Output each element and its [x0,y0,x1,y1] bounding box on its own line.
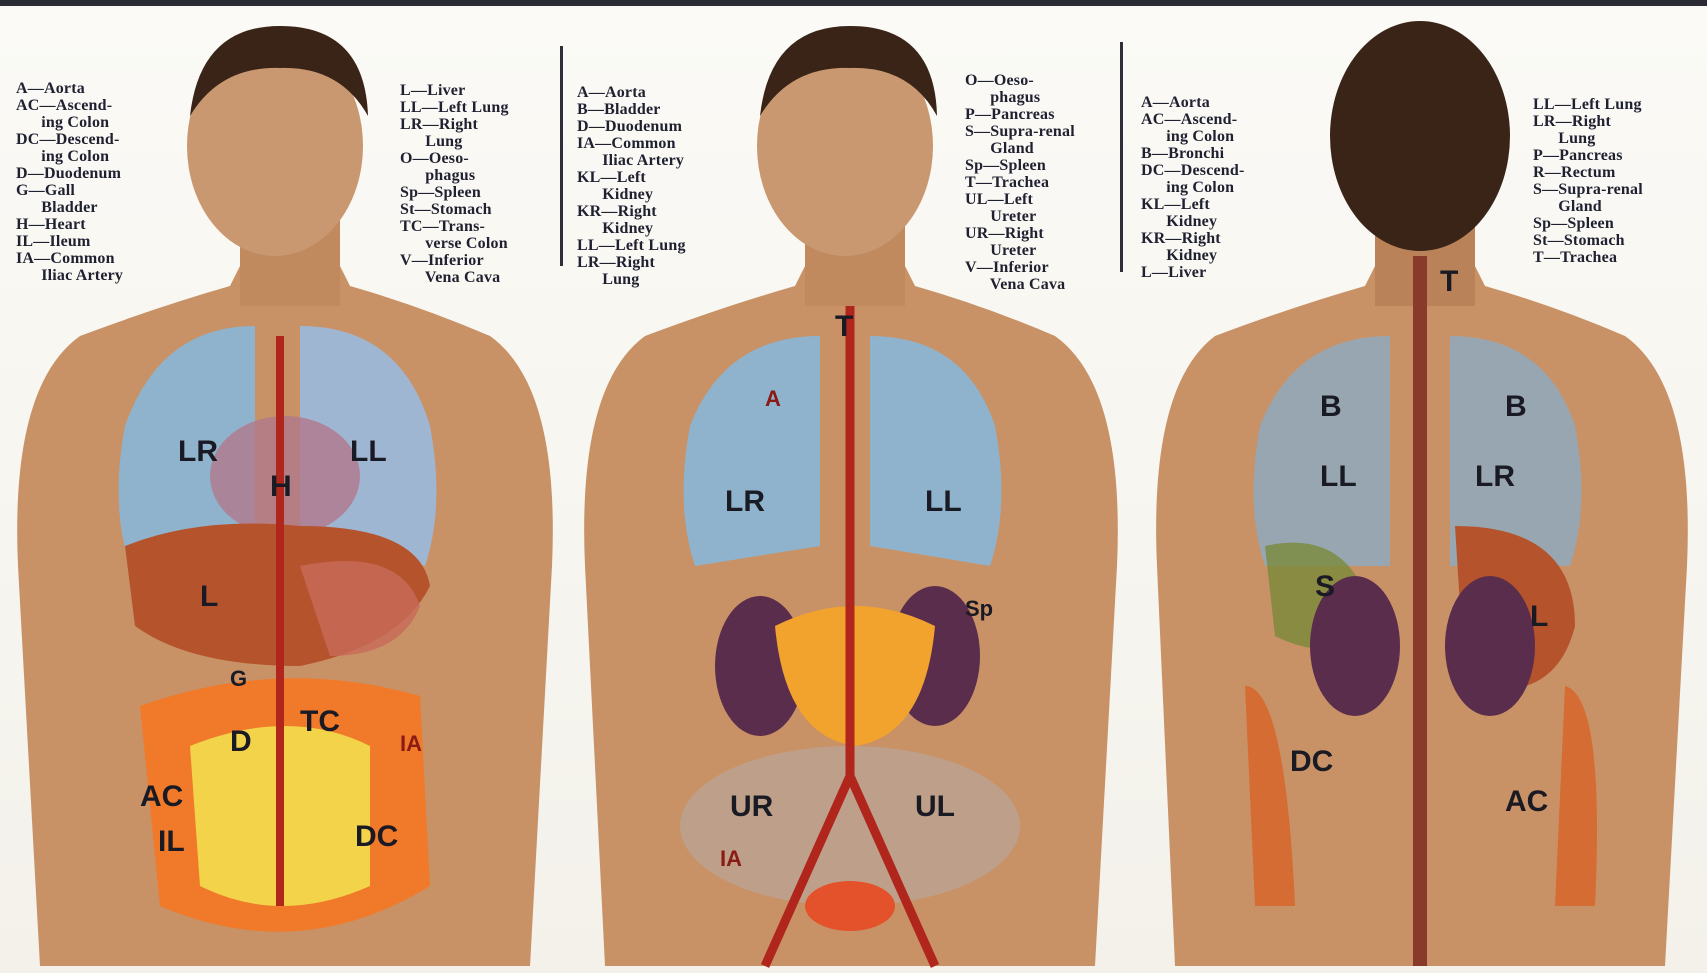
label-lr: LR [1475,460,1515,493]
label-tc: TC [300,705,340,738]
label-b: B [1505,390,1527,423]
label-ll: LL [350,435,387,468]
label-ll: LL [1320,460,1357,493]
label-ac: AC [1505,785,1548,818]
label-l: L [1530,600,1548,633]
label-ac: AC [140,780,183,813]
label-h: H [270,470,292,503]
label-g: G [230,666,247,691]
label-ll: LL [925,485,962,518]
label-dc: DC [355,820,398,853]
label-lr: LR [725,485,765,518]
label-il: IL [158,825,185,858]
label-a: A [765,386,781,411]
label-b: B [1320,390,1342,423]
divider [1120,42,1123,272]
label-lr: LR [178,435,218,468]
label-ur: UR [730,790,774,823]
label-dc: DC [1290,745,1333,778]
label-s: S [1315,570,1335,603]
label-t: T [1440,265,1458,298]
label-t: T [835,310,853,343]
label-ul: UL [915,790,955,823]
divider [560,46,563,266]
label-sp: Sp [965,596,993,621]
label-l: L [200,580,218,613]
label-d: D [230,725,252,758]
label-ia: IA [720,846,742,871]
label-ia: IA [400,731,422,756]
